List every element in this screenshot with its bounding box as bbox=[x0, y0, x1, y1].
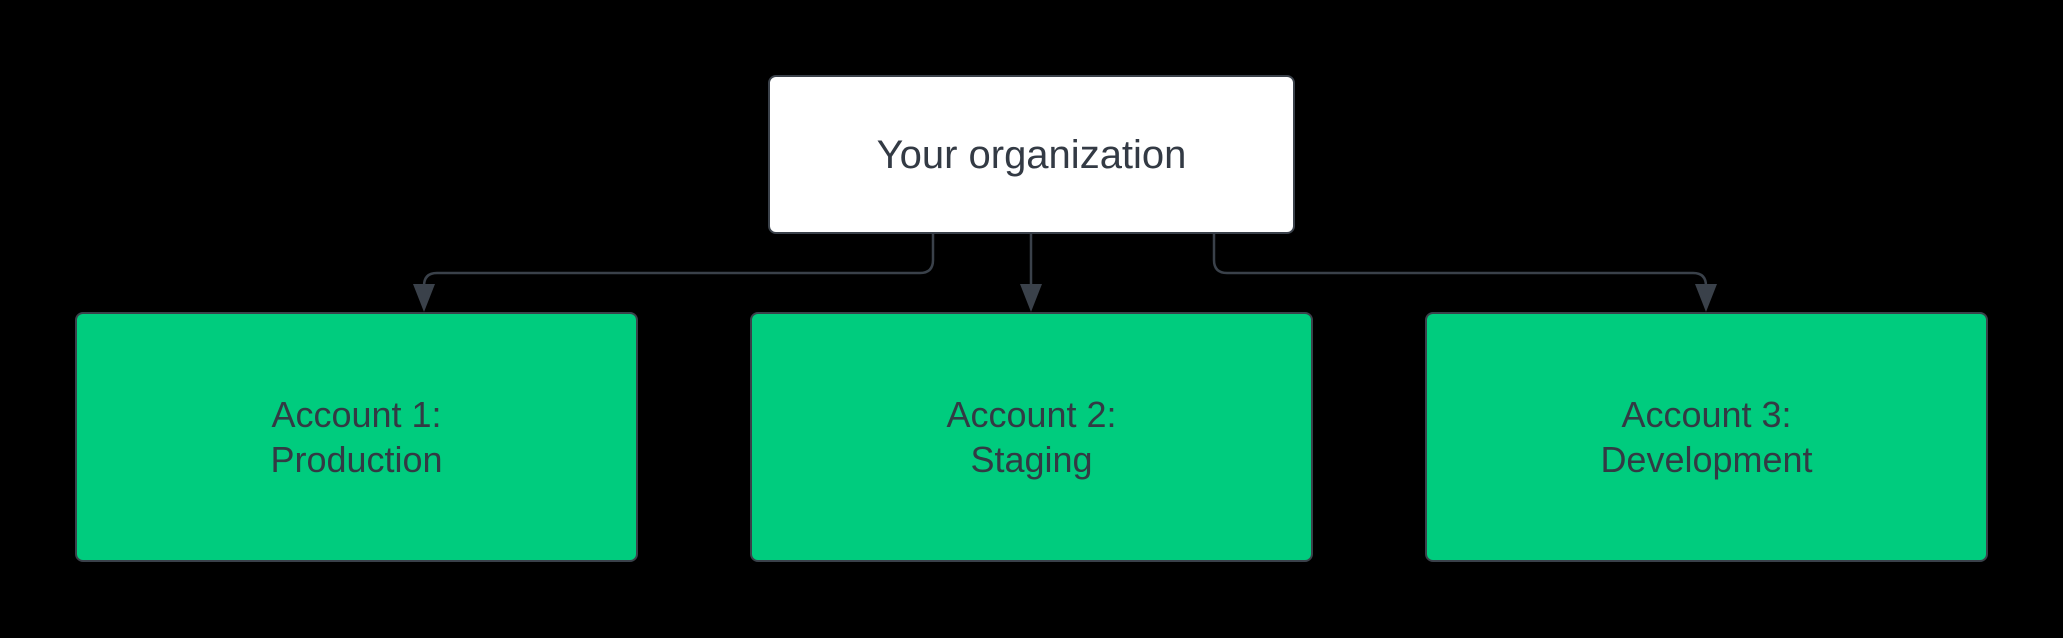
arrowhead-account-1 bbox=[413, 284, 435, 312]
account-3-environment: Development bbox=[1600, 439, 1813, 480]
arrowhead-account-2 bbox=[1020, 284, 1042, 312]
account-3-title: Account 3: bbox=[1621, 394, 1792, 435]
account-1-title: Account 1: bbox=[271, 394, 442, 435]
organization-node: Your organization bbox=[768, 75, 1295, 234]
account-2-environment: Staging bbox=[970, 439, 1093, 480]
account-node-development: Account 3: Development bbox=[1425, 312, 1988, 562]
connector-root-to-account-1 bbox=[422, 234, 935, 292]
organization-label: Your organization bbox=[876, 132, 1187, 177]
account-2-title: Account 2: bbox=[946, 394, 1117, 435]
account-node-staging: Account 2: Staging bbox=[750, 312, 1313, 562]
arrowhead-account-3 bbox=[1695, 284, 1717, 312]
account-node-production: Account 1: Production bbox=[75, 312, 638, 562]
connector-root-to-account-3 bbox=[1212, 234, 1708, 292]
account-1-environment: Production bbox=[270, 439, 443, 480]
